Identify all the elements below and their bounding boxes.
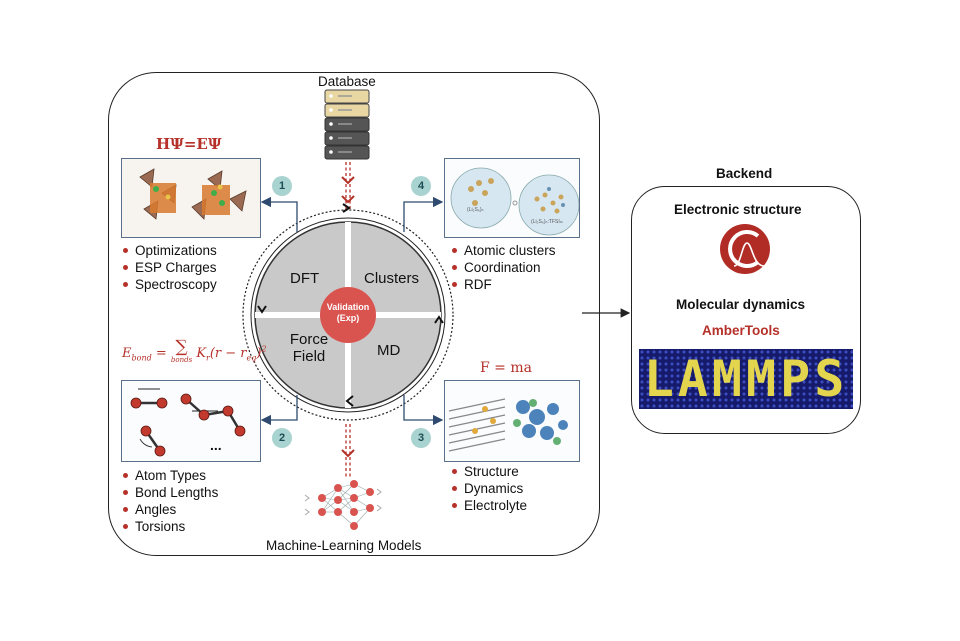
electronic-structure-label: Electronic structure (674, 202, 802, 217)
chevron-down-icon (341, 176, 355, 458)
step-badge-2: 2 (272, 428, 292, 448)
workflow-frame (108, 72, 600, 556)
list-item: Electrolyte (450, 497, 527, 514)
schrodinger-equation: HΨ=EΨ (156, 135, 222, 153)
list-item: Optimizations (121, 242, 217, 259)
force-field-image: ... (121, 380, 261, 462)
list-item: Coordination (450, 259, 556, 276)
list-item: Angles (121, 501, 218, 518)
cluster-label-2: (Li₂S₆)ₙ:TFSIₘ (531, 219, 563, 225)
neural-network-icon (304, 480, 382, 530)
list-item: Bond Lengths (121, 484, 218, 501)
dft-structure-image (121, 158, 261, 238)
list-item: ESP Charges (121, 259, 217, 276)
step-badge-4: 4 (411, 176, 431, 196)
list-item: Atom Types (121, 467, 218, 484)
cluster-label-1: (Li₂S₆)ₙ (467, 207, 484, 213)
backend-title: Backend (716, 166, 773, 181)
md-bullets: Structure Dynamics Electrolyte (450, 463, 527, 514)
backend-frame (631, 186, 861, 434)
step-badge-1: 1 (272, 176, 292, 196)
clusters-bullets: Atomic clusters Coordination RDF (450, 242, 556, 293)
list-item: Spectroscopy (121, 276, 217, 293)
ambertools-label: AmberTools (702, 323, 780, 338)
validation-center: Validation(Exp) (326, 302, 370, 323)
gaussian-logo-icon (720, 224, 770, 274)
dft-bullets: Optimizations ESP Charges Spectroscopy (121, 242, 217, 293)
step-badge-3: 3 (411, 428, 431, 448)
list-item: Torsions (121, 518, 218, 535)
list-item: Dynamics (450, 480, 527, 497)
newton-equation: F = ma (480, 360, 532, 376)
quadrant-dft: DFT (290, 270, 320, 287)
md-simulation-image (444, 380, 580, 462)
database-label: Database (318, 74, 376, 89)
list-item: Structure (450, 463, 527, 480)
ml-models-label: Machine-Learning Models (266, 538, 422, 553)
database-server-icon (324, 89, 370, 160)
force-field-bullets: Atom Types Bond Lengths Angles Torsions (121, 467, 218, 535)
bond-energy-equation: Ebond = ∑ bonds Kr(r − req)2 (122, 337, 267, 365)
lammps-logo: LAMMPS (639, 349, 853, 409)
ellipsis-text: ... (210, 437, 222, 453)
quadrant-clusters: Clusters (364, 270, 420, 287)
list-item: Atomic clusters (450, 242, 556, 259)
molecular-dynamics-label: Molecular dynamics (676, 297, 806, 312)
quadrant-md: MD (377, 342, 401, 359)
list-item: RDF (450, 276, 556, 293)
clusters-image: (Li₂S₆)ₙ (Li₂S₆)ₙ:TFSIₘ (444, 158, 580, 238)
